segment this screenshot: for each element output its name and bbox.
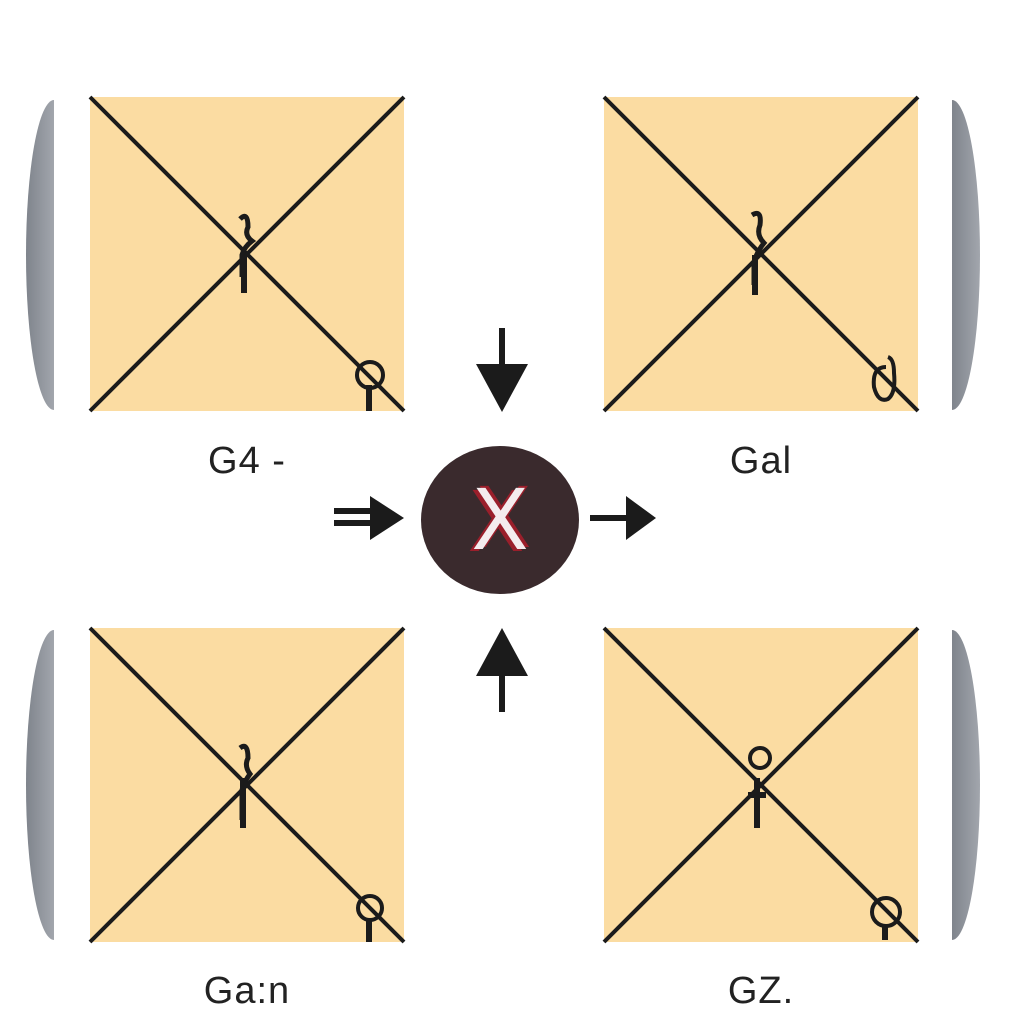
hook-icon xyxy=(871,355,897,402)
cross-lines-icon xyxy=(602,95,920,413)
key-icon xyxy=(750,210,768,295)
key-icon xyxy=(748,746,772,828)
arrow-down-icon xyxy=(476,328,528,412)
left-edge-tab-bottom xyxy=(26,630,54,940)
center-hub[interactable]: X xyxy=(421,446,579,594)
ring-handle-icon xyxy=(870,896,902,940)
left-edge-tab-top xyxy=(26,100,54,410)
panel-top-left[interactable] xyxy=(88,95,406,413)
panel-caption-2: Gal xyxy=(729,440,793,482)
panel-caption-1: G4 - xyxy=(208,440,286,482)
panel-caption-3: Ga:n xyxy=(203,970,291,1012)
right-edge-tab-top xyxy=(952,100,980,410)
panel-bottom-left[interactable] xyxy=(88,626,406,944)
cross-lines-icon xyxy=(602,626,920,944)
right-edge-tab-bottom xyxy=(952,630,980,940)
key-icon xyxy=(238,213,257,293)
ring-handle-icon xyxy=(356,894,384,942)
cross-lines-icon xyxy=(88,95,406,413)
panel-top-right[interactable] xyxy=(602,95,920,413)
ring-handle-icon xyxy=(355,360,385,411)
panel-caption-4: GZ. xyxy=(727,970,795,1012)
arrow-right-icon xyxy=(590,496,656,540)
arrow-right-icon xyxy=(334,496,404,540)
cross-lines-icon xyxy=(88,626,406,944)
panel-bottom-right[interactable] xyxy=(602,626,920,944)
arrow-up-icon xyxy=(476,628,528,712)
close-icon: X xyxy=(471,471,529,569)
key-icon xyxy=(238,743,254,828)
